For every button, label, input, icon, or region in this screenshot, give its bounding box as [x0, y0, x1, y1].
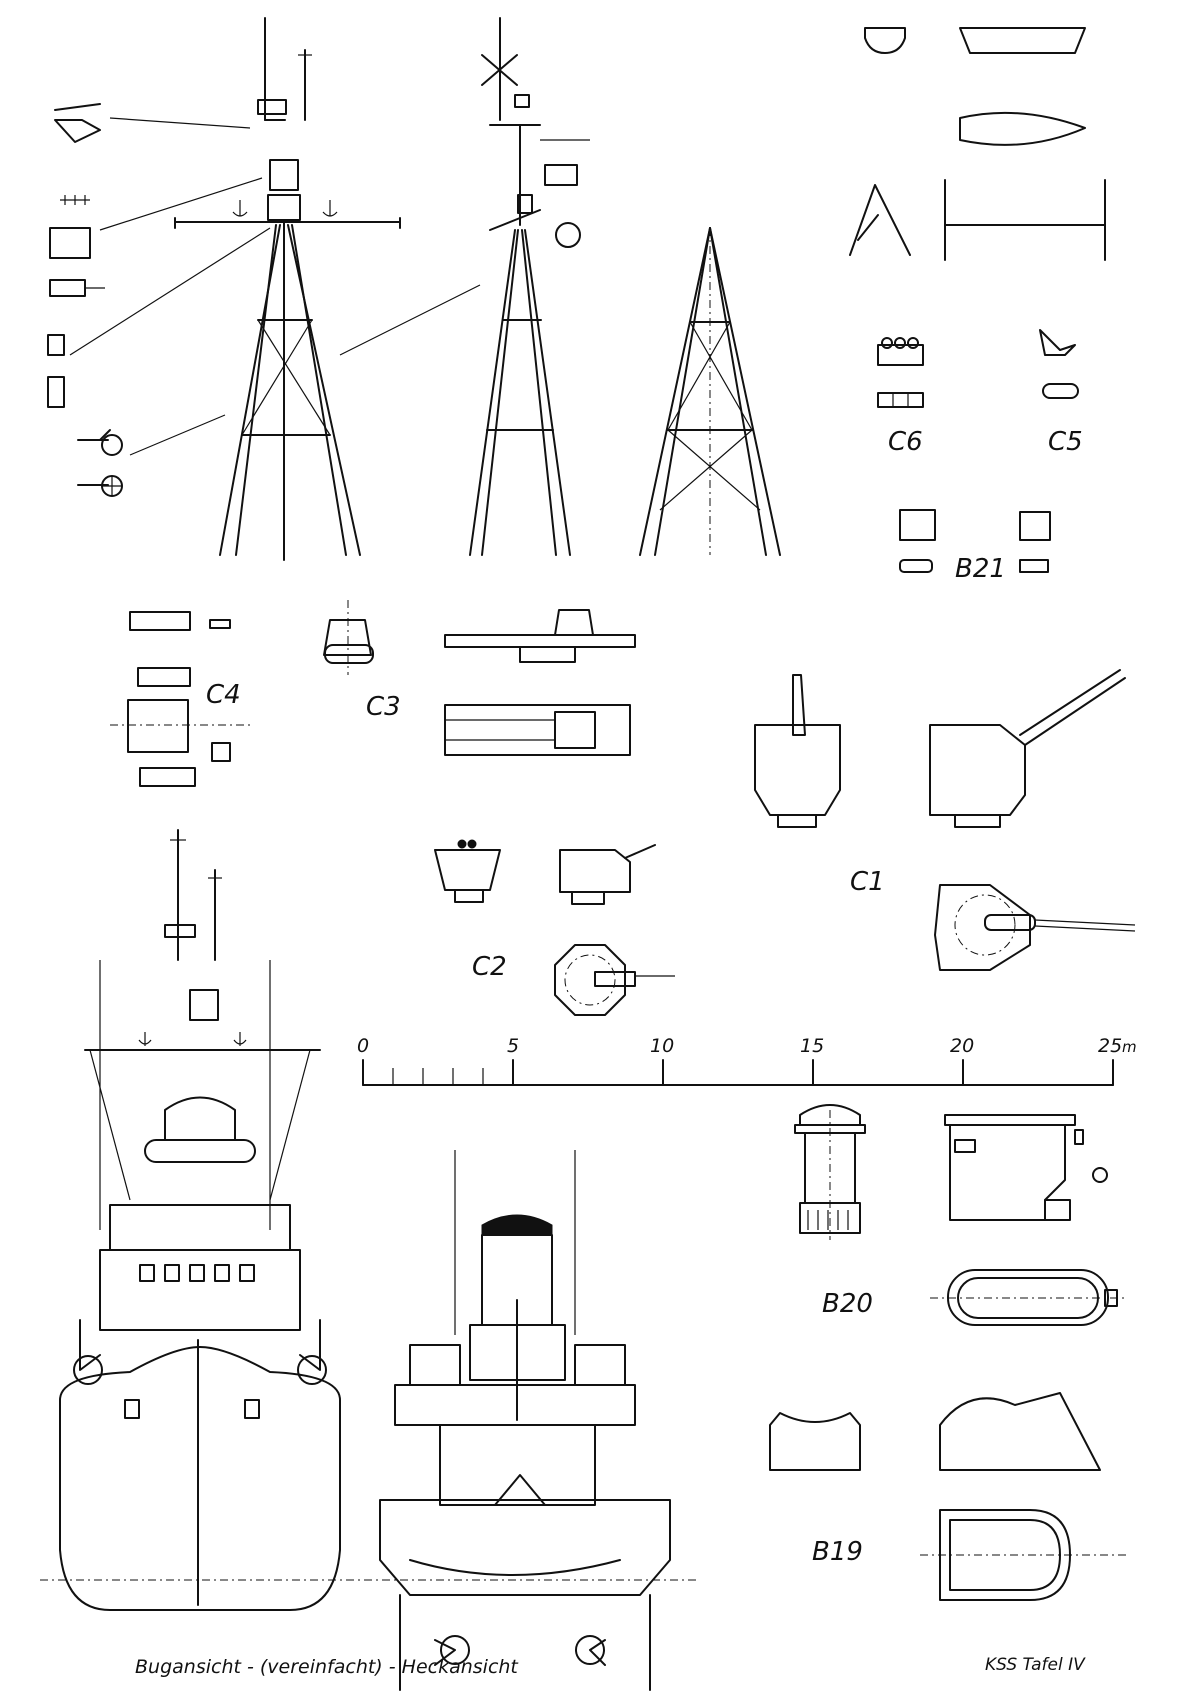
label-c3: C3 — [366, 692, 401, 722]
label-c6: C6 — [888, 427, 923, 457]
main-mast-front-view — [174, 17, 401, 561]
part-group-b19 — [769, 1392, 1130, 1601]
scale-tick-10: 10 — [650, 1035, 674, 1057]
stern-view-elevation — [379, 1150, 671, 1691]
label-c4: C4 — [206, 680, 241, 710]
scale-tick-5: 5 — [507, 1035, 519, 1057]
scale-tick-20: 20 — [950, 1035, 974, 1057]
mast-aft-view — [639, 227, 781, 556]
scale-tick-25: 25 — [1098, 1035, 1122, 1057]
part-group-c5 — [1039, 329, 1079, 399]
label-c5: C5 — [1048, 427, 1083, 457]
part-group-b20 — [794, 1104, 1125, 1326]
drawing-caption: Bugansicht - (vereinfacht) - Heckansicht — [135, 1656, 519, 1678]
part-group-c6 — [877, 337, 924, 408]
scale-tick-0: 0 — [357, 1035, 369, 1057]
label-b19: B19 — [812, 1537, 863, 1567]
part-group-c3 — [323, 600, 374, 675]
part-group-c1 — [754, 669, 1136, 971]
boat-and-davit-parts — [849, 27, 1106, 261]
label-c1: C1 — [850, 867, 885, 897]
plate-label: KSS Tafel IV — [985, 1655, 1086, 1675]
part-group-c4 — [110, 611, 250, 787]
scale-unit: m — [1122, 1038, 1137, 1056]
main-mast-side-view — [469, 17, 590, 556]
label-c2: C2 — [472, 952, 507, 982]
label-b20: B20 — [822, 1289, 873, 1319]
scale-bar: 0 5 10 15 20 25 m — [357, 1035, 1137, 1086]
part-group-c2 — [434, 839, 675, 1016]
deckhouse-detail — [444, 609, 636, 756]
label-b21: B21 — [955, 554, 1006, 584]
bow-view-elevation — [59, 829, 341, 1611]
part-group-b21 — [899, 509, 1051, 573]
mast-detail-parts — [47, 103, 481, 497]
scale-tick-15: 15 — [800, 1035, 824, 1057]
